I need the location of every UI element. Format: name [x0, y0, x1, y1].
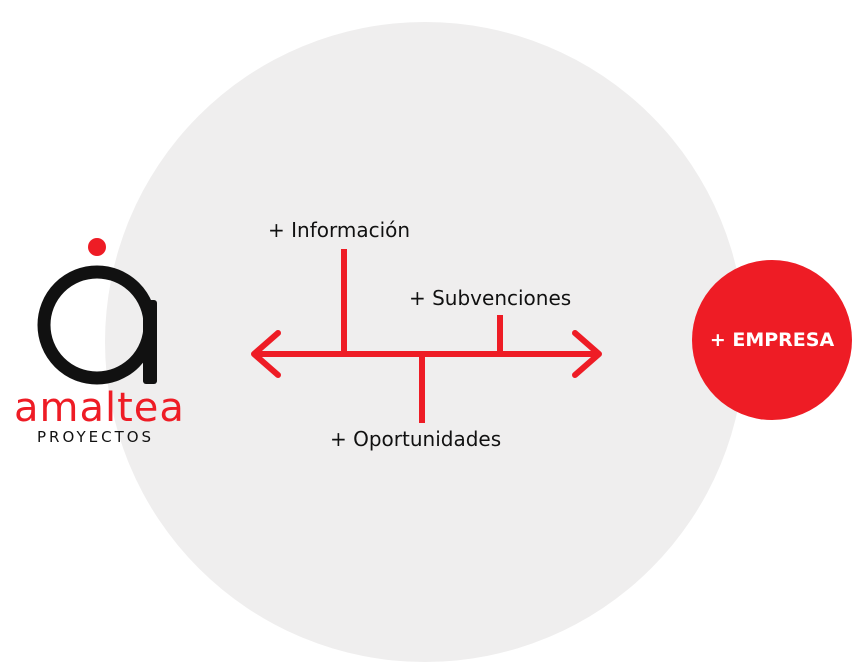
empresa-circle: + EMPRESA	[692, 260, 852, 420]
logo-ring	[37, 265, 157, 385]
empresa-label: + EMPRESA	[709, 329, 835, 351]
background-circle	[105, 22, 745, 662]
label-subvenciones: + Subvenciones	[409, 286, 572, 310]
label-oportunidades: + Oportunidades	[330, 427, 502, 451]
logo-dot	[88, 238, 106, 256]
arrow-left-icon	[251, 330, 281, 378]
amaltea-a-icon	[37, 238, 157, 385]
label-informacion: + Información	[268, 218, 411, 242]
logo-stem	[143, 300, 157, 384]
axis	[251, 330, 602, 378]
arrow-right-icon	[572, 330, 602, 378]
logo-subtitle: PROYECTOS	[37, 428, 155, 446]
logo-wordmark: amaltea	[14, 385, 185, 431]
